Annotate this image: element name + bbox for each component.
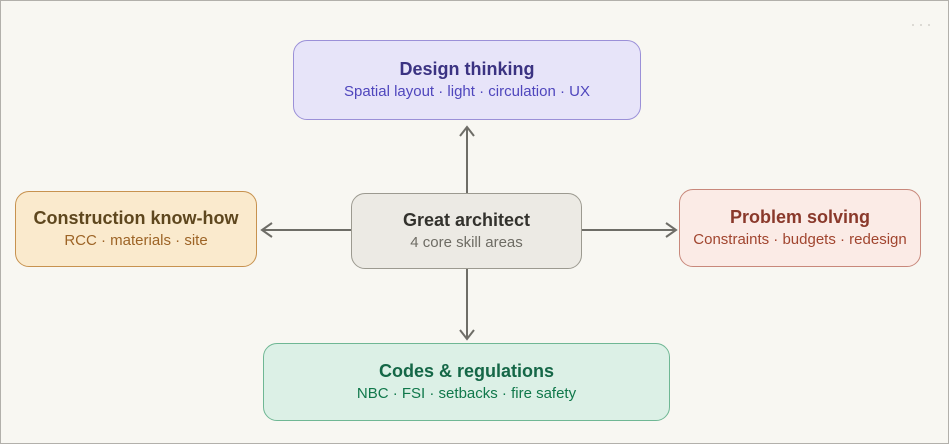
node-construction-know-how: Construction know-how RCC · materials · … bbox=[15, 191, 257, 267]
node-construction-know-how-subtitle: RCC · materials · site bbox=[64, 232, 208, 250]
node-problem-solving-title: Problem solving bbox=[729, 206, 871, 227]
node-design-thinking-title: Design thinking bbox=[399, 58, 535, 79]
node-great-architect: Great architect 4 core skill areas bbox=[351, 193, 582, 269]
node-codes-regulations: Codes & regulations NBC · FSI · setbacks… bbox=[263, 343, 670, 421]
more-options-button[interactable]: ··· bbox=[910, 14, 934, 34]
node-great-architect-title: Great architect bbox=[402, 209, 531, 230]
arrow-down-head bbox=[459, 329, 475, 341]
node-construction-know-how-title: Construction know-how bbox=[33, 207, 239, 228]
node-codes-regulations-subtitle: NBC · FSI · setbacks · fire safety bbox=[356, 385, 577, 403]
arrow-left-head bbox=[260, 222, 273, 238]
node-problem-solving-subtitle: Constraints · budgets · redesign bbox=[693, 231, 907, 249]
node-problem-solving: Problem solving Constraints · budgets · … bbox=[679, 189, 921, 267]
node-codes-regulations-title: Codes & regulations bbox=[378, 360, 555, 381]
node-design-thinking-subtitle: Spatial layout · light · circulation · U… bbox=[344, 83, 590, 101]
arrow-right-head bbox=[665, 222, 678, 238]
node-design-thinking: Design thinking Spatial layout · light ·… bbox=[293, 40, 641, 120]
arrow-up-head bbox=[459, 125, 475, 137]
node-great-architect-subtitle: 4 core skill areas bbox=[410, 234, 523, 252]
